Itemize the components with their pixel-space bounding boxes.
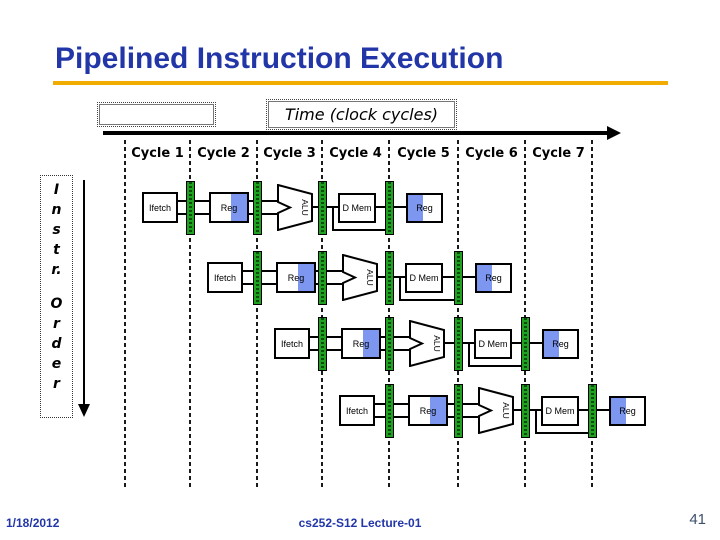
time-label-box: Time (clock cycles)	[266, 99, 457, 130]
instr-letter: t	[53, 242, 60, 258]
timeline-arrowhead-icon	[607, 126, 621, 140]
cycle-label-4: Cycle 4	[329, 146, 382, 161]
stage-label: D Mem	[478, 339, 508, 349]
cycle-label-2: Cycle 2	[197, 146, 250, 161]
stage-label: D Mem	[342, 203, 372, 213]
alu-label: ALU	[432, 335, 442, 352]
stage-label: Ifetch	[280, 338, 303, 349]
pipeline-latch	[253, 251, 262, 305]
pipeline-latch	[521, 317, 530, 371]
pipeline-latch	[454, 317, 463, 371]
cycle-label-3: Cycle 3	[263, 146, 316, 161]
pipeline-latch	[253, 181, 262, 235]
alu-label: ALU	[501, 402, 511, 419]
instr-letter: d	[51, 336, 62, 352]
time-label: Time (clock cycles)	[284, 105, 439, 124]
stage-ifetch: Ifetch	[274, 328, 310, 359]
instr-letter: r	[53, 376, 60, 392]
footer-date: 1/18/2012	[6, 516, 60, 530]
stage-label: Reg	[485, 273, 502, 283]
stage-ifetch: Ifetch	[339, 395, 375, 426]
cycle-label-7: Cycle 7	[532, 146, 585, 161]
instr-letter: r	[53, 316, 60, 332]
stage-label: Reg	[352, 338, 370, 349]
pipeline-latch	[588, 384, 597, 438]
stage-reg-write: Reg	[542, 329, 579, 359]
stage-label: Reg	[552, 339, 569, 349]
instr-order-arrow-line	[83, 180, 85, 406]
stage-label: Reg	[287, 272, 305, 283]
alu-label: ALU	[365, 269, 375, 286]
pipeline-latch	[318, 251, 327, 305]
stage-label: Reg	[419, 405, 437, 416]
stage-label: Ifetch	[148, 202, 171, 213]
stage-label: Reg	[416, 203, 433, 213]
stage-reg-read: Reg	[408, 395, 448, 426]
pipeline-latch	[318, 317, 327, 371]
pipeline-latch	[454, 251, 463, 305]
stage-label: Reg	[220, 202, 238, 213]
stage-reg-write: Reg	[609, 396, 646, 426]
stage-alu: ALU	[478, 387, 514, 434]
title-underline	[53, 81, 668, 85]
pipeline-latch	[385, 181, 394, 235]
stage-label: Ifetch	[345, 405, 368, 416]
timeline-arrow-line	[103, 131, 609, 135]
instr-order-box: I n s t r. O r d e r	[40, 175, 73, 418]
instr-letter: e	[51, 356, 62, 372]
instr-letter: n	[51, 202, 62, 218]
page-title: Pipelined Instruction Execution	[55, 42, 504, 75]
pipeline-latch	[318, 181, 327, 235]
stage-alu: ALU	[342, 254, 378, 301]
pipeline-latch	[186, 181, 195, 235]
cycle-divider	[124, 140, 126, 490]
instr-letter: O	[50, 296, 63, 312]
cycle-divider	[388, 140, 390, 490]
stage-reg-write: Reg	[406, 193, 443, 223]
cycle-divider	[321, 140, 323, 490]
stage-dmem: D Mem	[405, 263, 443, 293]
footer-course: cs252-S12 Lecture-01	[298, 516, 422, 530]
pipeline-latch	[454, 384, 463, 438]
cycle-divider	[189, 140, 191, 490]
stage-alu: ALU	[277, 184, 313, 231]
instr-letter: s	[52, 222, 61, 238]
stage-dmem: D Mem	[338, 193, 376, 223]
stage-reg-read: Reg	[209, 192, 249, 223]
cycle-label-1: Cycle 1	[131, 146, 184, 161]
alu-label: ALU	[300, 199, 310, 216]
stage-dmem: D Mem	[541, 396, 579, 426]
stage-ifetch: Ifetch	[207, 262, 243, 293]
stage-label: Reg	[619, 406, 636, 416]
pipeline-latch	[385, 384, 394, 438]
cycle-divider	[591, 140, 593, 490]
instr-order-arrowhead-icon	[78, 404, 90, 417]
stage-reg-read: Reg	[276, 262, 316, 293]
pipeline-latch	[385, 251, 394, 305]
footer-page-number: 41	[689, 511, 706, 528]
stage-label: D Mem	[545, 406, 575, 416]
empty-placeholder-box	[97, 102, 216, 127]
cycle-label-6: Cycle 6	[465, 146, 518, 161]
stage-dmem: D Mem	[474, 329, 512, 359]
cycle-label-5: Cycle 5	[397, 146, 450, 161]
instr-letter: I	[53, 182, 60, 198]
stage-reg-write: Reg	[475, 263, 512, 293]
stage-alu: ALU	[409, 320, 445, 367]
stage-label: D Mem	[409, 273, 439, 283]
stage-ifetch: Ifetch	[142, 192, 178, 223]
pipeline-latch	[521, 384, 530, 438]
pipeline-latch	[385, 317, 394, 371]
instr-letter: r.	[51, 262, 62, 278]
cycle-divider	[457, 140, 459, 490]
cycle-divider	[524, 140, 526, 490]
cycle-divider	[256, 140, 258, 490]
stage-label: Ifetch	[213, 272, 236, 283]
stage-reg-read: Reg	[341, 328, 381, 359]
